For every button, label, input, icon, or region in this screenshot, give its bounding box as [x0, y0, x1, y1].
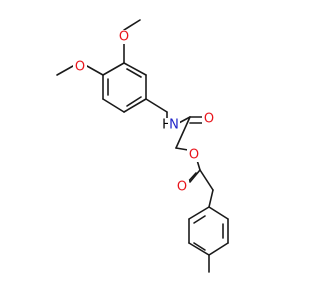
label-bg [168, 118, 180, 132]
bond [56, 65, 74, 76]
bond [199, 169, 214, 191]
double-bond-inner [193, 242, 206, 251]
double-bond-inner [126, 68, 142, 78]
bond [208, 189, 214, 208]
methoxy-oxygen-top: O [119, 30, 129, 45]
bond [102, 62, 125, 76]
amide-carbonyl-oxygen: O [204, 112, 214, 127]
label-bg [117, 30, 131, 44]
bond [123, 98, 147, 113]
benzyl-amide-chain [145, 98, 204, 151]
atom-labels: O O H N O O O [73, 30, 216, 195]
tolyl-ring [188, 206, 229, 273]
dimethoxyphenyl-ring [102, 62, 147, 113]
methoxy-groups [56, 19, 141, 76]
label-bg [73, 60, 87, 74]
molecule-structure: O O H N O O O [56, 19, 229, 273]
label-bg [175, 180, 189, 194]
label-bg [187, 148, 201, 162]
double-bond-inner [193, 215, 206, 224]
bond [86, 65, 104, 76]
structure-canvas: O O H N O O O [56, 19, 229, 273]
ester-bridge-oxygen: O [189, 148, 199, 163]
bond [208, 206, 229, 220]
bond [175, 147, 189, 151]
amide-nitrogen: N [169, 118, 179, 133]
bond [102, 98, 125, 113]
methoxy-oxygen-left: O [75, 60, 85, 75]
bond [208, 242, 229, 256]
bond [175, 116, 191, 149]
bond [123, 19, 141, 31]
bond [188, 206, 210, 220]
bond [123, 62, 147, 76]
amide-hydrogen: H [162, 118, 172, 133]
label-bg [202, 112, 216, 126]
bond [145, 98, 168, 113]
ester-carbonyl-oxygen: O [177, 180, 187, 195]
ester-linkage [185, 159, 214, 208]
bond [189, 169, 201, 183]
bond [188, 242, 210, 256]
double-bond-inner [126, 96, 142, 107]
